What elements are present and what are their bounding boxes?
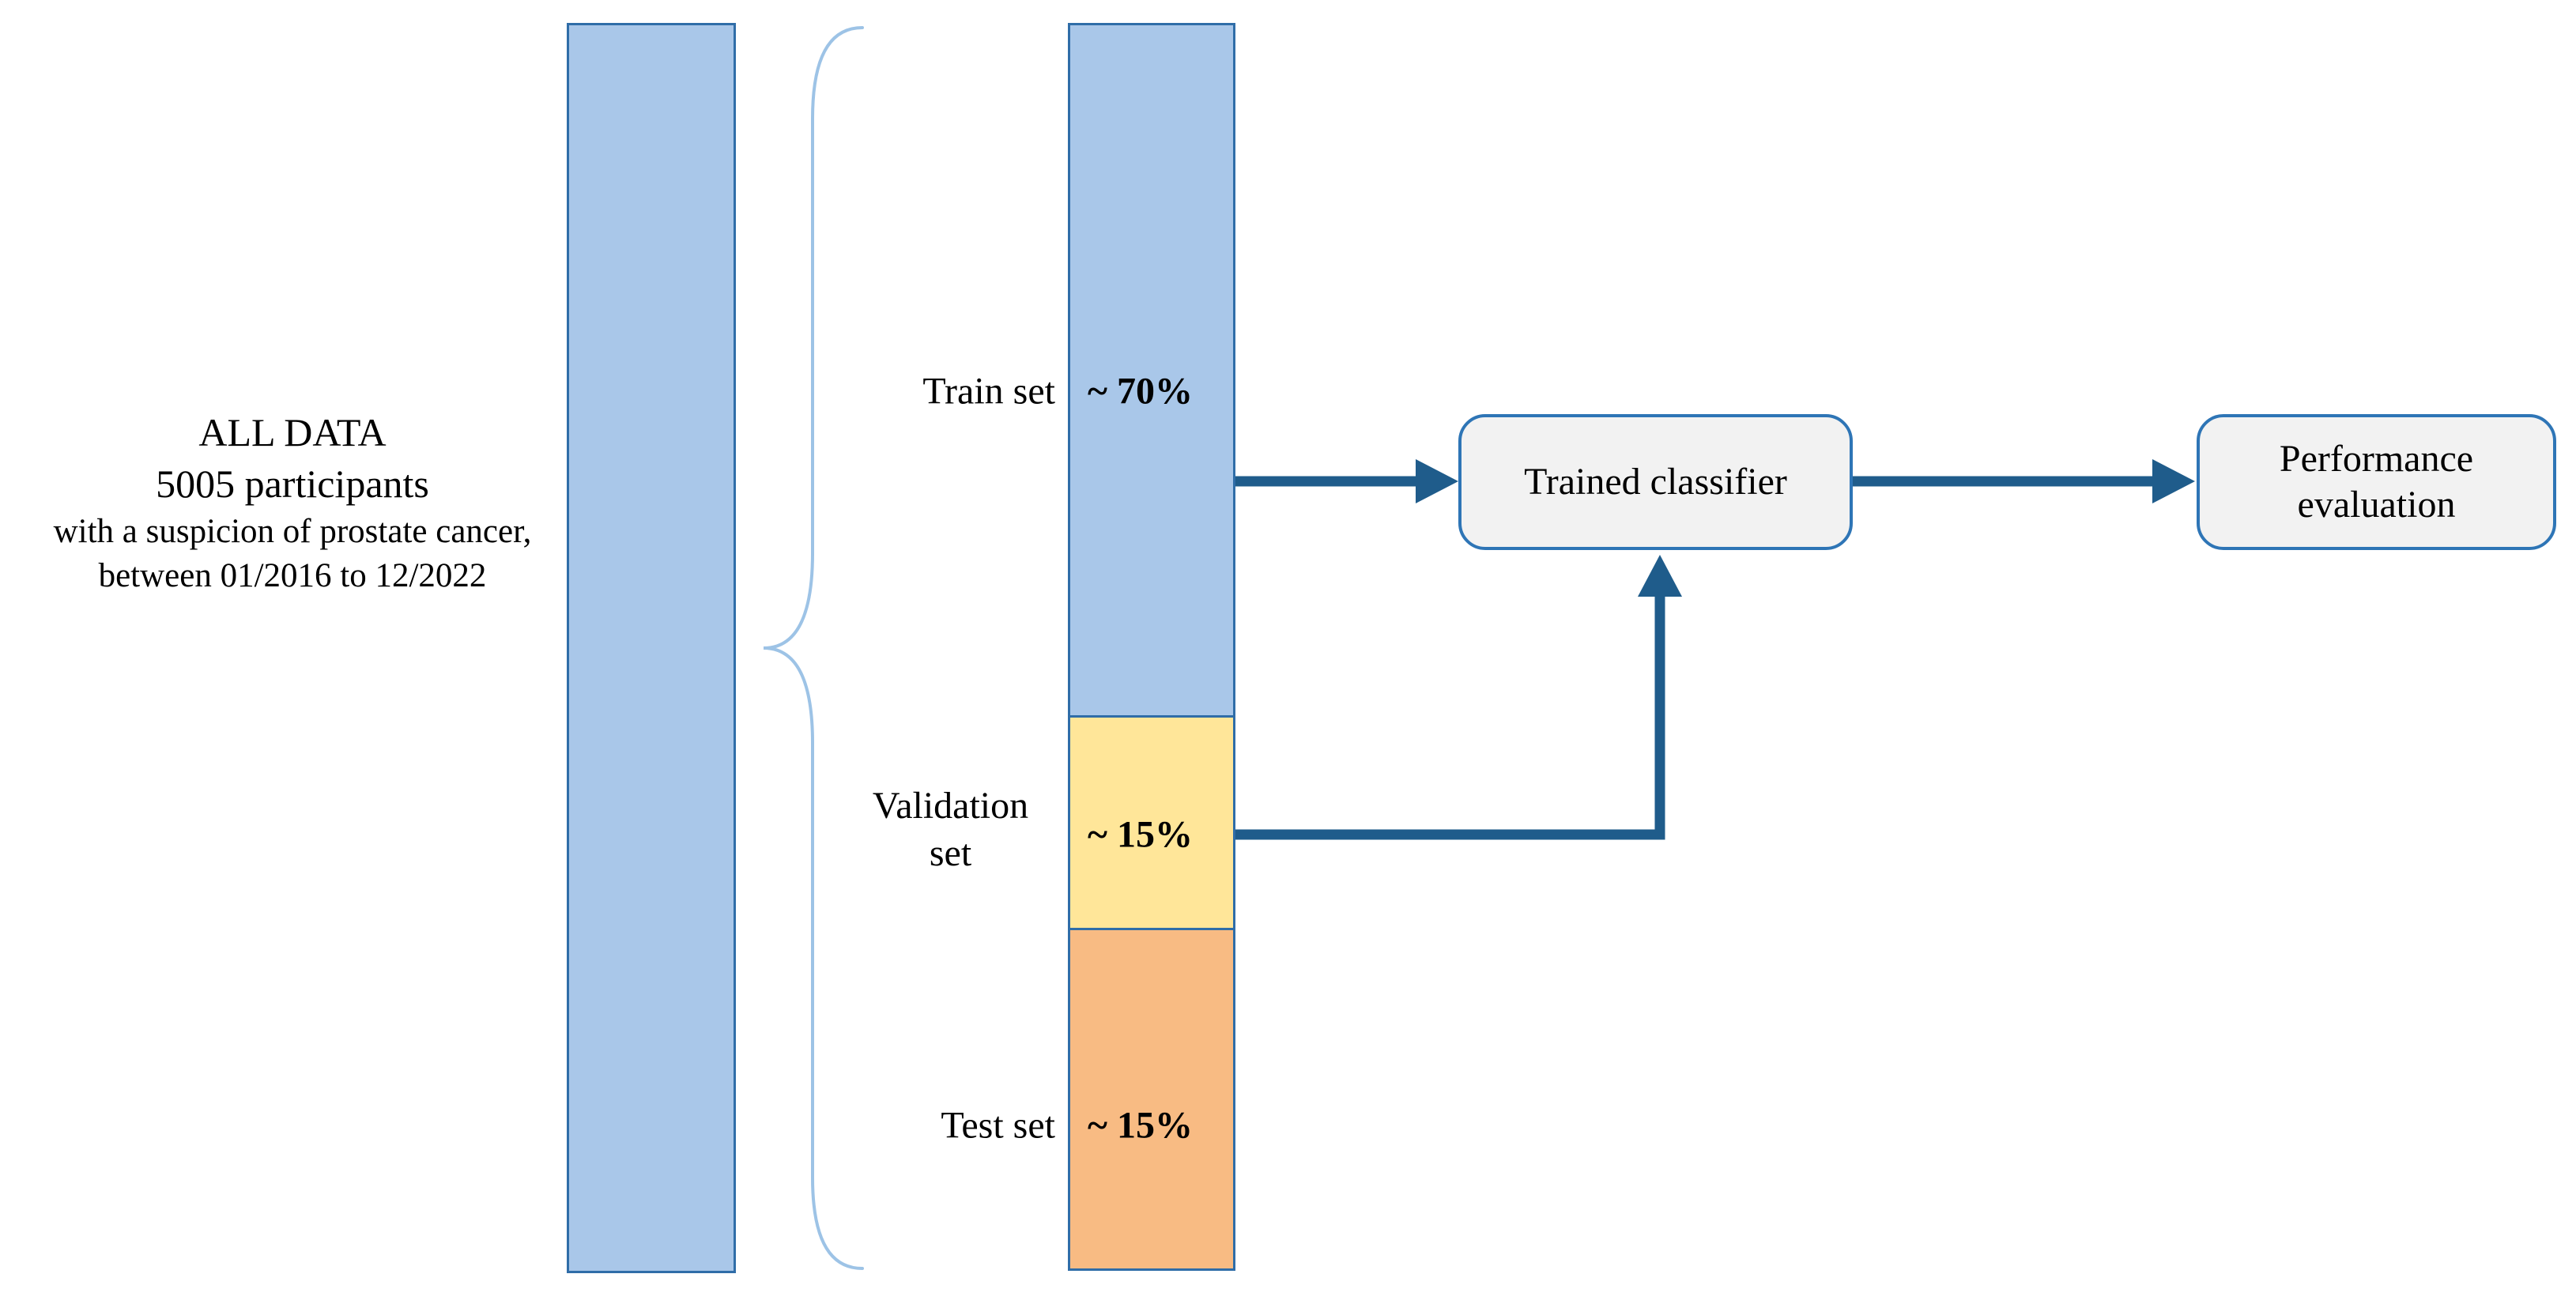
train-segment: [1068, 23, 1235, 718]
arrowhead-validation-to-classifier: [1638, 555, 1682, 597]
test-set-label: Test set: [941, 1104, 1055, 1147]
test-percent: ~ 15%: [1088, 1104, 1193, 1147]
trained-classifier-label: Trained classifier: [1524, 461, 1787, 503]
arrowhead-classifier-to-evaluation: [2152, 459, 2195, 503]
train-set-label: Train set: [922, 370, 1055, 413]
all-data-detail-1: with a suspicion of prostate cancer,: [53, 513, 532, 550]
all-data-description: ALL DATA 5005 participants with a suspic…: [32, 407, 553, 598]
performance-evaluation-node: Performance evaluation: [2197, 414, 2556, 550]
all-data-title: ALL DATA: [198, 410, 387, 454]
curly-brace: [763, 26, 864, 1270]
test-segment: [1068, 928, 1235, 1271]
all-data-subtitle: 5005 participants: [156, 462, 429, 506]
validation-set-label: Validation set: [872, 785, 1029, 874]
all-data-detail-2: between 01/2016 to 12/2022: [98, 556, 487, 594]
train-percent: ~ 70%: [1088, 370, 1193, 413]
validation-percent: ~ 15%: [1088, 813, 1193, 856]
arrow-validation-to-classifier: [1235, 591, 1665, 840]
all-data-bar: [567, 23, 736, 1273]
split-bar: [1068, 23, 1235, 1273]
performance-evaluation-label: Performance evaluation: [2279, 438, 2474, 526]
arrowhead-train-to-classifier: [1416, 459, 1458, 503]
trained-classifier-node: Trained classifier: [1458, 414, 1853, 550]
